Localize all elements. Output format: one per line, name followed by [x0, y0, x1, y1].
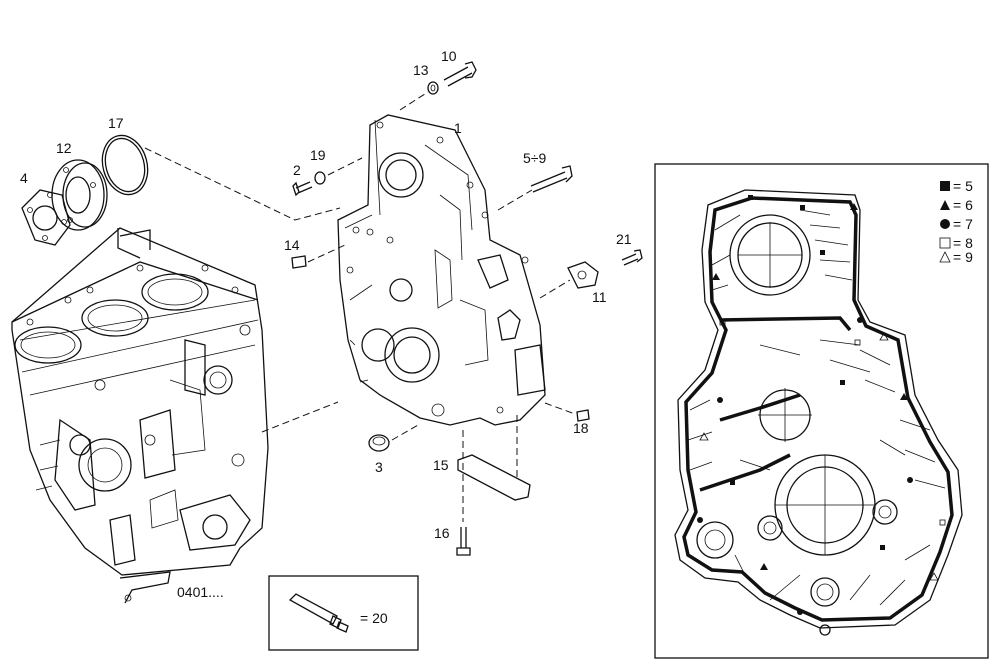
bolt-5-9	[530, 165, 573, 193]
legend-label: = 7	[953, 216, 973, 232]
flywheel-cover-1	[337, 114, 546, 426]
callout-16: 16	[434, 525, 450, 541]
plug-18	[576, 409, 590, 422]
bolt-16	[456, 527, 471, 556]
leader-lines	[144, 91, 576, 522]
callout-18: 18	[573, 420, 589, 436]
legend-item-filled-triangle: = 6	[940, 197, 973, 213]
legend-label: = 8	[953, 235, 973, 251]
callout-4: 4	[20, 170, 28, 186]
callout-12: 12	[56, 140, 72, 156]
callout-1: 1	[454, 120, 462, 136]
legend-item-filled-square: = 5	[940, 178, 973, 194]
o-ring-17	[101, 134, 149, 196]
reference-label: 0401....	[177, 584, 224, 600]
legend-item-filled-circle: = 7	[940, 216, 973, 232]
callout-10: 10	[441, 48, 457, 64]
legend-label: = 9	[953, 249, 973, 265]
plate-11	[567, 261, 599, 289]
legend-item-open-square: = 8	[939, 235, 973, 251]
callout-19: 19	[310, 147, 326, 163]
callout-15: 15	[433, 457, 449, 473]
open-triangle-icon	[939, 251, 951, 263]
plug-14	[291, 255, 307, 269]
seal-housing-12	[51, 159, 108, 231]
bolt-2	[292, 181, 313, 197]
washer-13	[427, 81, 439, 95]
bolt-10	[443, 61, 477, 87]
sealant-tube-icon	[288, 593, 349, 633]
callout-17: 17	[108, 115, 124, 131]
sealant-label: = 20	[360, 610, 388, 626]
plug-3	[368, 434, 390, 452]
legend-item-open-triangle: = 9	[939, 249, 973, 265]
callout-2: 2	[293, 162, 301, 178]
seal-plate-4	[21, 189, 71, 246]
open-square-icon	[939, 237, 951, 249]
cover-plate-15	[457, 454, 531, 501]
callout-labels: 1 2 19 3 4 12 17 10 13 5÷9 14 21 11 18 1…	[20, 48, 632, 600]
callout-14: 14	[284, 237, 300, 253]
legend-label: = 6	[953, 197, 973, 213]
filled-circle-icon	[940, 219, 950, 229]
callout-3: 3	[375, 459, 383, 475]
bolt-21	[621, 249, 643, 266]
sealant-application-panel	[654, 163, 989, 659]
legend-label: = 5	[953, 178, 973, 194]
legend: = 5 = 6 = 7 = 8 = 9	[939, 178, 973, 265]
sealant-box: = 20	[268, 575, 419, 651]
callout-5-9: 5÷9	[523, 150, 546, 166]
callout-13: 13	[413, 62, 429, 78]
filled-square-icon	[940, 181, 950, 191]
callout-21: 21	[616, 231, 632, 247]
callout-11: 11	[592, 289, 607, 305]
engine-block	[11, 227, 269, 604]
washer-19	[314, 171, 326, 185]
filled-triangle-icon	[940, 200, 950, 210]
